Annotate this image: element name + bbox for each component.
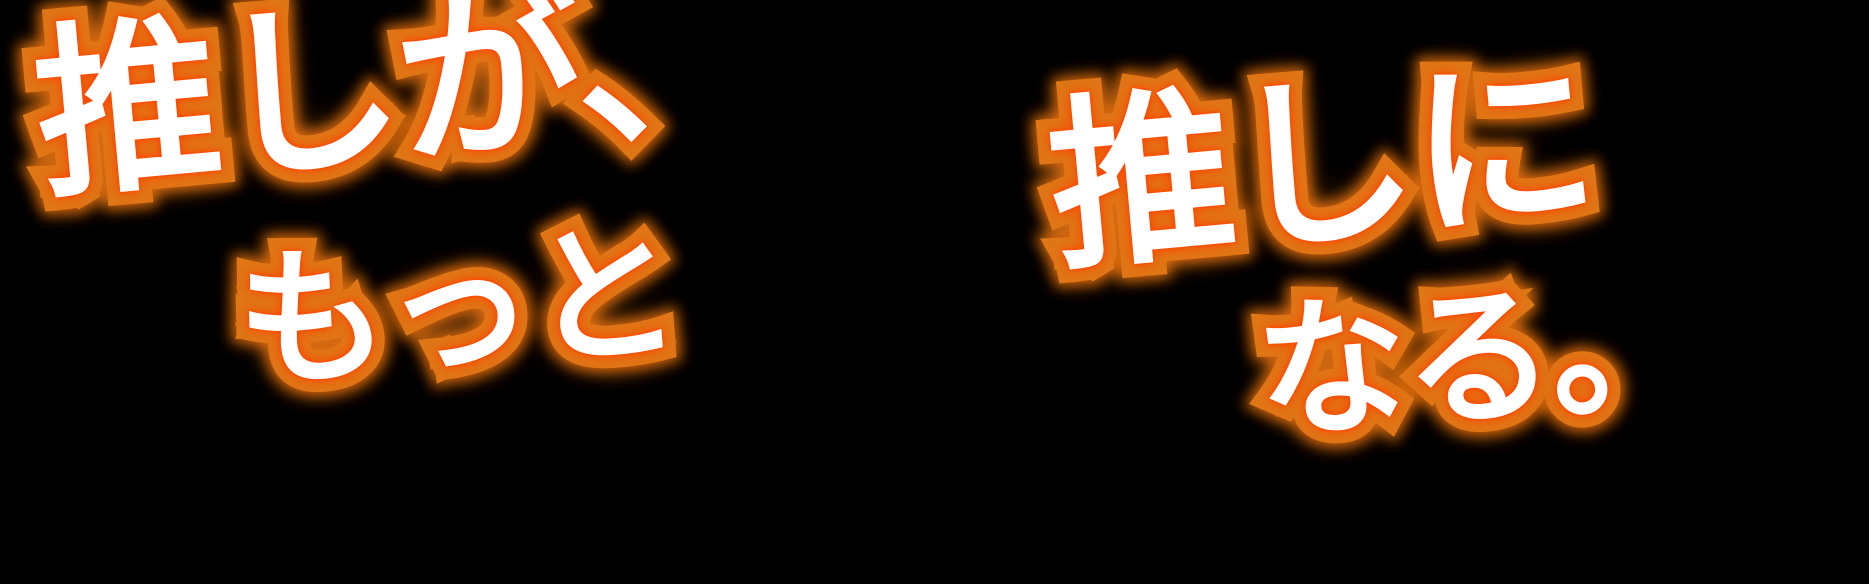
headline-line-oshi-ga: 推しが、 (14, 0, 778, 238)
headline-line-oshi-ni: 推しに (1028, 20, 1615, 310)
headline-line-naru: なる。 (1238, 244, 1716, 474)
headline-line-motto: もっと (218, 193, 697, 425)
